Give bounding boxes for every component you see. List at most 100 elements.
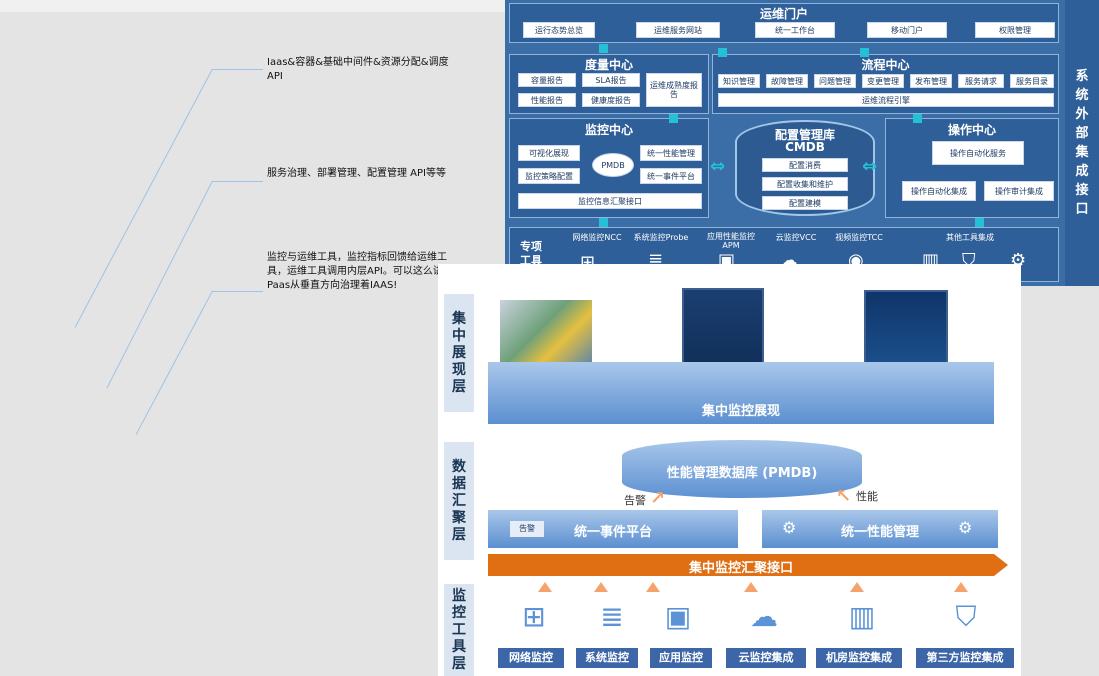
cubes-icon: ▣ [664,600,692,633]
process-item: 服务目录 [1010,74,1054,88]
cmdb-subtitle: CMDB [785,140,825,154]
ops-architecture-diagram: 运维门户 运行态势总览 运维服务网站 统一工作台 移动门户 权限管理 度量中心 … [505,0,1099,286]
leader-line [74,68,213,328]
tools-label: 专项工具 [520,240,542,267]
tool-tile-datacenter: 机房监控集成 [816,648,902,668]
monitor-item: 可视化展现 [518,145,580,161]
database-icon: ≣ [600,600,624,633]
network-icon: ⊞ [522,600,546,633]
monitor-item: 监控策略配置 [518,168,580,184]
central-display-band: 集中监控展现 [488,362,994,424]
portal-item: 权限管理 [975,22,1055,38]
pmdb-label: 性能管理数据库 (PMDB) [666,466,818,481]
tool-tile-network: 网络监控 [498,648,564,668]
connector [975,218,984,227]
performance-flow-label: 性能 [856,490,878,503]
operation-center-section: 操作中心 操作自动化服务 操作自动化集成 操作审计集成 [885,118,1059,218]
process-item: 知识管理 [718,74,760,88]
up-arrow-icon [594,582,608,592]
metrics-center-section: 度量中心 容量报告 SLA报告 性能报告 健康度报告 运维成熟度报告 [509,54,709,114]
monitor-interface: 监控信息汇聚接口 [518,193,702,209]
up-arrow-icon [954,582,968,592]
metrics-item: 性能报告 [518,93,576,107]
monitor-center-title: 监控中心 [584,123,633,137]
ops-portal-title: 运维门户 [759,7,808,21]
up-arrow-icon [538,582,552,592]
operation-item: 操作审计集成 [984,181,1054,201]
perf-mgmt-label: 统一性能管理 [840,525,919,540]
server-rack-icon: ▥ [848,600,876,633]
arrow-up-left-icon: ↖ [836,486,852,507]
arrow-up-right-icon: ↗ [650,488,666,509]
monitor-item: 统一性能管理 [640,145,702,161]
tool-tile-system: 系统监控 [576,648,638,668]
process-engine: 运维流程引擎 [718,93,1054,107]
pmdb-cylinder: 性能管理数据库 (PMDB) [622,440,862,498]
portal-item: 移动门户 [867,22,947,38]
up-arrow-icon [646,582,660,592]
double-arrow-icon: ⇔ [710,156,726,177]
cmdb-item: 配置收集和维护 [762,177,848,191]
cmdb-item: 配置消费 [762,158,848,172]
process-item: 故障管理 [766,74,808,88]
aggregation-interface-label: 集中监控汇聚接口 [688,561,793,576]
tool-tile-third-party: 第三方监控集成 [916,648,1014,668]
tool-label: 网络监控NCC [572,233,622,242]
leader-line [213,69,263,70]
operation-center-title: 操作中心 [947,123,996,137]
shield-icon: ⛉ [955,600,977,633]
gear-icon: ⚙ [958,518,973,537]
leader-line [213,181,263,182]
tool-label: 云监控VCC [775,233,817,242]
note-monitoring-tools: 监控与运维工具，监控指标回馈给运维工具，运维工具调用内层API。可以这么讲Paa… [267,252,447,291]
tool-label: 其他工具集成 [946,233,994,242]
tool-tile-application: 应用监控 [650,648,712,668]
cmdb-cylinder: 配置管理库 CMDB 配置消费 配置收集和维护 配置建模 [735,120,875,216]
arrow-head [994,554,1008,576]
metrics-item: 运维成熟度报告 [646,73,702,107]
monitor-center-section: 监控中心 可视化展现 监控策略配置 PMDB 统一性能管理 统一事件平台 监控信… [509,118,709,218]
layer-label-display: 集中展现层 [444,294,474,412]
tool-label: 视频监控TCC [835,233,883,242]
process-center-title: 流程中心 [861,58,910,72]
tool-tile-cloud: 云监控集成 [726,648,806,668]
metrics-center-title: 度量中心 [584,58,633,72]
event-platform-band: 告警 统一事件平台 [488,510,738,548]
double-arrow-icon: ⇔ [862,156,878,177]
central-display-label: 集中监控展现 [701,404,780,419]
note-iaas-api: Iaas&容器&基础中间件&资源分配&调度API [267,57,449,82]
process-item: 发布管理 [910,74,952,88]
metrics-item: 健康度报告 [582,93,640,107]
layer-label-aggregation: 数据汇聚层 [444,442,474,560]
gear-icon: ⚙ [782,518,797,537]
aggregation-interface-arrow: 集中监控汇聚接口 [488,554,994,576]
process-center-section: 流程中心 知识管理 故障管理 问题管理 变更管理 发布管理 服务请求 服务目录 … [712,54,1059,114]
connector [718,48,727,57]
operation-item: 操作自动化服务 [932,141,1024,165]
cmdb-title: 配置管理库 [774,128,835,142]
leader-line [213,291,263,292]
tool-label: 应用性能监控APM [707,232,755,250]
up-arrow-icon [744,582,758,592]
portal-item: 运行态势总览 [523,22,595,38]
monitor-item: 统一事件平台 [640,168,702,184]
metrics-item: SLA报告 [582,73,640,87]
metrics-item: 容量报告 [518,73,576,87]
up-arrow-icon [850,582,864,592]
tool-label: 系统监控Probe [633,233,689,242]
leader-line [135,290,213,435]
ops-portal-section: 运维门户 运行态势总览 运维服务网站 统一工作台 移动门户 权限管理 [509,3,1059,43]
portal-item: 统一工作台 [755,22,835,38]
event-platform-label: 统一事件平台 [573,525,652,540]
perf-mgmt-band: ⚙ 统一性能管理 ⚙ [762,510,998,548]
connector [599,218,608,227]
alarm-badge: 告警 [510,521,544,537]
process-item: 问题管理 [814,74,856,88]
cmdb-item: 配置建模 [762,196,848,210]
process-item: 变更管理 [862,74,904,88]
connector [913,114,922,123]
alarm-flow-label: 告警 [624,494,646,507]
connector [860,48,869,57]
operation-item: 操作自动化集成 [902,181,976,201]
process-item: 服务请求 [958,74,1004,88]
